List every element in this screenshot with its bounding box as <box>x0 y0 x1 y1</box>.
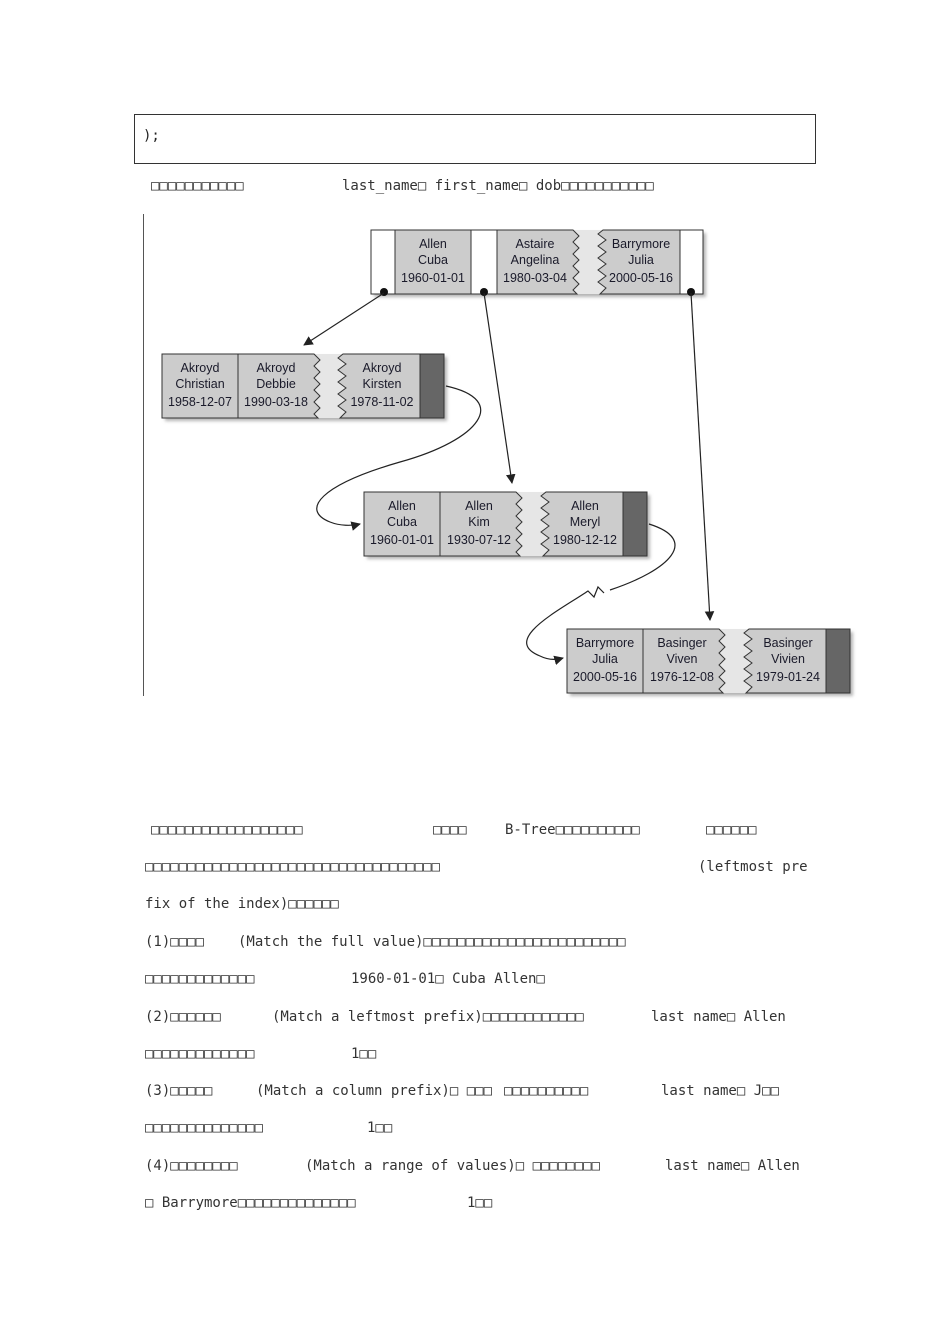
item3-text-d: last name□ J□□ <box>661 1083 780 1099</box>
pointer-arrow-root-to-leaf2 <box>483 292 516 484</box>
item2-label: (2)□□□□□□ <box>145 1009 221 1025</box>
leaf1-key3-last: Akroyd <box>363 361 402 375</box>
leaf1-key1-first: Christian <box>175 377 224 391</box>
item2-text-c: last name□ Allen <box>651 1009 786 1025</box>
leaf1-key2-last: Akroyd <box>257 361 296 375</box>
leaf1-key2-dob: 1990-03-18 <box>244 395 308 409</box>
leaf2-key2-last: Allen <box>465 499 493 513</box>
item4-cont-b: 1□□ <box>467 1195 493 1211</box>
pointer-arrow-root-to-leaf3 <box>690 292 715 621</box>
leaf2-key3-first: Meryl <box>570 515 601 529</box>
item2-cont-b: 1□□ <box>351 1046 377 1062</box>
item4-label: (4)□□□□□□□□ <box>145 1158 238 1174</box>
leaf-node-2: Allen Cuba 1960-01-01 Allen Kim 1930-07-… <box>363 491 648 557</box>
pointer-arrow-root-to-leaf1 <box>303 292 385 346</box>
item4-text-c: last name□ Allen <box>665 1158 800 1174</box>
root-key3-dob: 2000-05-16 <box>609 271 673 285</box>
root-key2-first: Angelina <box>511 253 560 267</box>
leaf2-key1-first: Cuba <box>387 515 417 529</box>
root-key1-dob: 1960-01-01 <box>401 271 465 285</box>
leaf2-key3-last: Allen <box>571 499 599 513</box>
leaf3-key3-dob: 1979-01-24 <box>756 670 820 684</box>
leaf1-key1-dob: 1958-12-07 <box>168 395 232 409</box>
item1-cont-a: □□□□□□□□□□□□□ <box>145 971 255 987</box>
figure-left-rule <box>143 214 144 696</box>
item4-text: (Match a range of values)□ □□□□□□□□ <box>305 1158 601 1174</box>
intro-prefix: □□□□□□□□□□□ <box>151 178 244 194</box>
root-pointer-2 <box>480 288 488 296</box>
leaf1-key3-dob: 1978-11-02 <box>350 395 413 409</box>
intro-columns: last_name□ first_name□ dob□□□□□□□□□□□ <box>342 178 654 194</box>
para1-line1-a: □□□□□□□□□□□□□□□□□□ <box>151 822 303 838</box>
para1-line1-d: □□□□□□ <box>706 822 757 838</box>
para1-line1-c: B-Tree□□□□□□□□□□ <box>505 822 640 838</box>
item2-cont-a: □□□□□□□□□□□□□ <box>145 1046 255 1062</box>
root-key1-last: Allen <box>419 237 447 251</box>
root-key3-first: Julia <box>628 253 654 267</box>
item3-cont-a: □□□□□□□□□□□□□□ <box>145 1120 264 1136</box>
para1-line1-b: □□□□ <box>433 822 467 838</box>
item1-text: (Match the full value)□□□□□□□□□□□□□□□□□□… <box>238 934 626 950</box>
sibling-link-leaf2-to-leaf3 <box>526 523 676 659</box>
leaf2-key2-dob: 1930-07-12 <box>447 533 511 547</box>
para1-line2-b: (leftmost pre <box>698 859 808 875</box>
root-key2-dob: 1980-03-04 <box>503 271 567 285</box>
leaf2-key1-last: Allen <box>388 499 416 513</box>
btree-diagram: Allen Cuba 1960-01-01 Astaire Angelina 1… <box>161 229 851 694</box>
code-text: ); <box>143 128 160 144</box>
root-node: Allen Cuba 1960-01-01 Astaire Angelina 1… <box>370 229 704 296</box>
sibling-link-leaf1-to-leaf2 <box>316 385 482 531</box>
para1-line2-a: □□□□□□□□□□□□□□□□□□□□□□□□□□□□□□□□□□□ <box>145 859 441 875</box>
item1-cont-b: 1960-01-01□ Cuba Allen□ <box>351 971 545 987</box>
para1-line3: fix of the index)□□□□□□ <box>145 896 339 912</box>
item3-text: (Match a column prefix)□ □□□ <box>256 1083 493 1099</box>
leaf3-key2-last: Basinger <box>657 636 706 650</box>
leaf3-key2-first: Viven <box>666 652 697 666</box>
root-pointer-3 <box>687 288 695 296</box>
leaf2-key3-dob: 1980-12-12 <box>553 533 617 547</box>
leaf2-key1-dob: 1960-01-01 <box>370 533 434 547</box>
item3-label: (3)□□□□□ <box>145 1083 213 1099</box>
leaf-node-3: Barrymore Julia 2000-05-16 Basinger Vive… <box>566 628 851 694</box>
root-key2-last: Astaire <box>516 237 555 251</box>
leaf-node-1: Akroyd Christian 1958-12-07 Akroyd Debbi… <box>161 353 445 419</box>
leaf3-key1-dob: 2000-05-16 <box>573 670 637 684</box>
leaf3-key3-last: Basinger <box>763 636 812 650</box>
leaf3-key2-dob: 1976-12-08 <box>650 670 714 684</box>
leaf3-key1-last: Barrymore <box>576 636 634 650</box>
leaf1-key3-first: Kirsten <box>363 377 402 391</box>
code-snippet-box: ); <box>134 114 816 164</box>
item2-text: (Match a leftmost prefix)□□□□□□□□□□□□ <box>272 1009 584 1025</box>
leaf3-key1-first: Julia <box>592 652 618 666</box>
root-key1-first: Cuba <box>418 253 448 267</box>
leaf3-key3-first: Vivien <box>771 652 805 666</box>
root-key3-last: Barrymore <box>612 237 670 251</box>
item3-cont-b: 1□□ <box>367 1120 393 1136</box>
leaf1-key2-first: Debbie <box>256 377 296 391</box>
item4-cont-a: □ Barrymore□□□□□□□□□□□□□□ <box>145 1195 356 1211</box>
leaf1-key1-last: Akroyd <box>181 361 220 375</box>
item3-text-c: □□□□□□□□□□ <box>504 1083 589 1099</box>
item1-label: (1)□□□□ <box>145 934 205 950</box>
leaf2-key2-first: Kim <box>468 515 490 529</box>
